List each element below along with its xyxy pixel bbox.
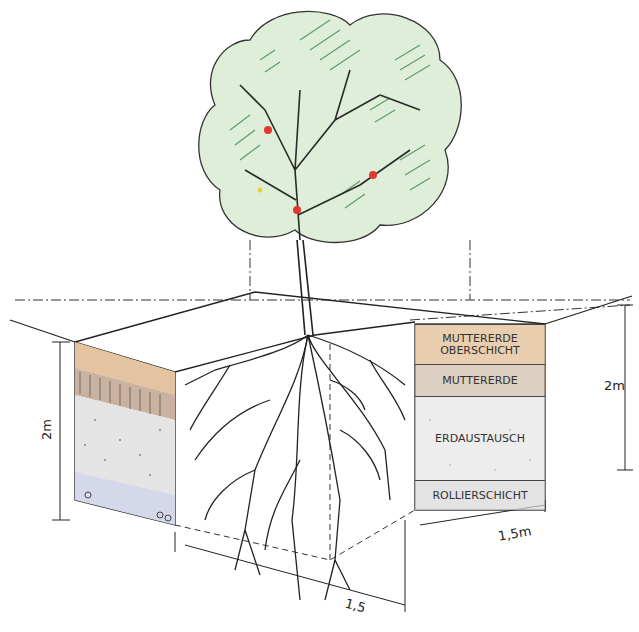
soil-layer-band: MUTTERERDE OBERSCHICHT (415, 324, 545, 364)
tree-trunk-roots (185, 240, 405, 600)
pit-top-edge (175, 322, 415, 372)
soil-layer-band: ROLLIERSCHICHT (415, 480, 545, 510)
dimension-label: 1,5m (497, 523, 532, 544)
right-face (415, 324, 545, 510)
soil-layer-band: ERDAUSTAUSCH (415, 396, 545, 480)
dimension-line (175, 520, 405, 612)
ground-line (10, 320, 75, 342)
dimension-label: 1,5 (343, 596, 367, 616)
layer-label: ERDAUSTAUSCH (435, 433, 525, 445)
left-face (75, 342, 175, 525)
dimension-label: 2m (39, 419, 54, 440)
axis-line (470, 240, 471, 300)
tree-canopy (199, 11, 462, 242)
ground-line (545, 296, 632, 324)
layer-label: MUTTERERDE OBERSCHICHT (418, 333, 542, 357)
axis-line (250, 240, 251, 300)
pit-hidden-edge (330, 340, 331, 560)
layer-label: MUTTERERDE (442, 375, 517, 387)
dimension-line (52, 342, 70, 520)
soil-layer-band: MUTTERERDE (415, 364, 545, 396)
dimension-label: 2m (604, 378, 625, 393)
layer-label: ROLLIERSCHICHT (432, 490, 527, 502)
